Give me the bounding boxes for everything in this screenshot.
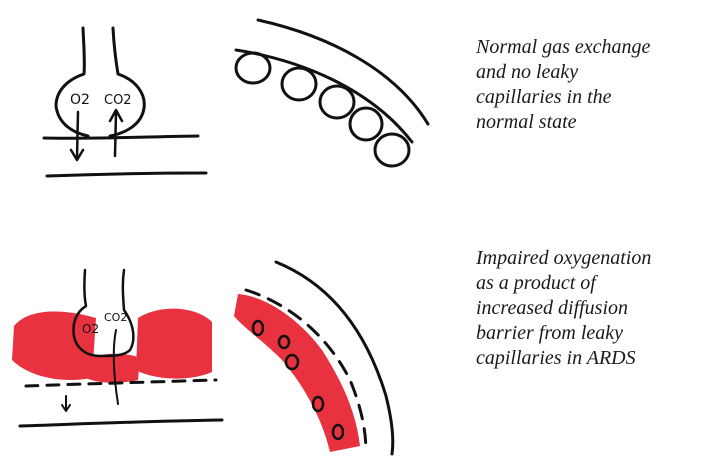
caption-normal-state: Normal gas exchange and no leaky capilla… xyxy=(476,35,716,135)
caption-line: capillaries in ARDS xyxy=(476,347,636,369)
caption-line: as a product of xyxy=(476,272,596,294)
red-blood-cell xyxy=(331,423,345,441)
o2-label: O2 xyxy=(82,322,99,336)
caption-line: Impaired oxygenation xyxy=(476,247,652,269)
red-blood-cell xyxy=(284,353,300,371)
red-blood-cell xyxy=(373,132,411,168)
diagram-canvas: O2 CO2 O2 CO2 xyxy=(12,18,430,456)
normal-alveolus-sketch: O2 CO2 xyxy=(42,26,208,178)
normal-capillary-sketch xyxy=(234,18,430,168)
caption-line: normal state xyxy=(476,111,577,133)
caption-line: and no leaky xyxy=(476,61,579,83)
edema-region xyxy=(86,353,140,383)
co2-label: CO2 xyxy=(104,93,132,108)
red-blood-cell xyxy=(280,66,318,102)
edema-region xyxy=(12,311,96,380)
red-blood-cell xyxy=(251,319,265,337)
red-blood-cell xyxy=(318,84,356,120)
ards-capillary-sketch xyxy=(234,260,395,456)
red-blood-cell xyxy=(277,334,291,350)
red-blood-cell xyxy=(348,106,384,142)
caption-line: barrier from leaky xyxy=(476,322,624,344)
caption-line: Normal gas exchange xyxy=(476,36,651,58)
caption-line: increased diffusion xyxy=(476,297,629,319)
o2-label: O2 xyxy=(70,92,90,108)
co2-label: CO2 xyxy=(104,311,127,324)
caption-ards-state: Impaired oxygenation as a product of inc… xyxy=(476,246,716,371)
edema-region xyxy=(136,308,212,379)
edema-region xyxy=(234,294,360,452)
caption-line: capillaries in the xyxy=(476,86,612,108)
red-blood-cell xyxy=(234,51,272,85)
red-blood-cell xyxy=(311,395,325,413)
ards-alveolus-sketch: O2 CO2 xyxy=(12,268,224,428)
